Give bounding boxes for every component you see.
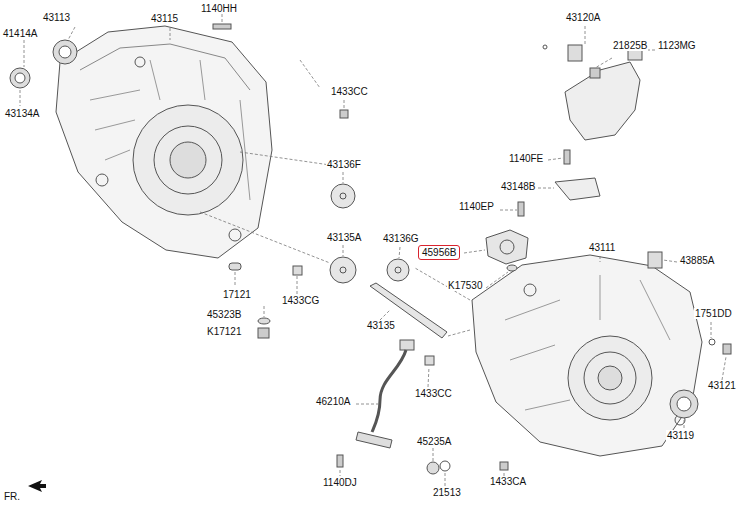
callout-number: 43135 <box>366 320 396 331</box>
callout-number: 1140EP <box>458 201 495 212</box>
callout-number: 43115 <box>150 13 179 24</box>
callout-number: 1433CG <box>281 295 320 306</box>
callout-number: 43120A <box>565 12 601 23</box>
callout-number: 45235A <box>416 436 452 447</box>
callout-number: 45956B <box>422 247 456 258</box>
callout-number: 43111 <box>588 242 616 253</box>
callout-number: 1751DD <box>694 308 733 319</box>
direction-label: FR. <box>3 491 21 502</box>
front-arrow <box>28 480 46 492</box>
callout-number: 1140HH <box>200 3 238 14</box>
callout-number: 43885A <box>679 255 715 266</box>
callout-number: 45323B <box>206 309 242 320</box>
callout-number: 1433CC <box>414 388 453 399</box>
callout-number: 1140FE <box>508 153 544 164</box>
callout-number: 43148B <box>500 181 536 192</box>
callout-number: K17121 <box>206 326 242 337</box>
callout-number: 1140DJ <box>322 477 358 488</box>
callout-number: 17121 <box>222 289 252 300</box>
callout-number: 43136G <box>382 233 420 244</box>
callout-number: 43135A <box>326 232 362 243</box>
callout-number: 21825B <box>612 40 648 51</box>
callout-number: 43121 <box>707 380 737 391</box>
callout-number: 1123MG <box>657 40 697 51</box>
callout-number: 43134A <box>4 108 40 119</box>
callout-number: 46210A <box>315 396 351 407</box>
callout-number: K17530 <box>447 280 483 291</box>
callout-number: 43119 <box>666 430 695 441</box>
highlighted-callout: 45956B <box>418 245 460 260</box>
callout-number: 41414A <box>2 28 38 39</box>
callout-number: 21513 <box>432 487 462 498</box>
callout-number: 1433CA <box>489 476 527 487</box>
callout-number: 43113 <box>42 12 71 23</box>
callout-number: 43136F <box>326 159 362 170</box>
callout-number: 1433CC <box>330 86 369 97</box>
